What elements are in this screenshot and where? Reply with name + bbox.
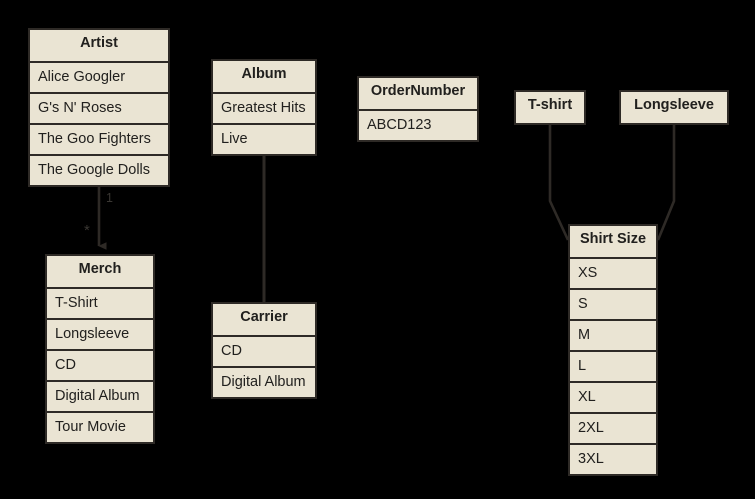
node-artist-header: Artist — [30, 30, 168, 61]
node-merch-row-4[interactable]: Tour Movie — [47, 411, 153, 442]
edge-tshirt-shirtsize — [548, 121, 570, 241]
node-longsleeve-header: Longsleeve — [621, 92, 727, 123]
node-longsleeve[interactable]: Longsleeve — [619, 90, 729, 125]
edge-longsleeve-shirtsize — [656, 121, 676, 241]
node-shirtsize-row-6[interactable]: 3XL — [570, 443, 656, 474]
node-artist-row-1[interactable]: G's N' Roses — [30, 92, 168, 123]
node-shirtsize-row-4[interactable]: XL — [570, 381, 656, 412]
node-carrier[interactable]: Carrier CD Digital Album — [211, 302, 317, 399]
node-tshirt-header: T-shirt — [516, 92, 584, 123]
node-album-row-0[interactable]: Greatest Hits — [213, 92, 315, 123]
node-shirtsize-row-1[interactable]: S — [570, 288, 656, 319]
node-carrier-row-1[interactable]: Digital Album — [213, 366, 315, 397]
node-artist-row-0[interactable]: Alice Googler — [30, 61, 168, 92]
node-ordernumber[interactable]: OrderNumber ABCD123 — [357, 76, 479, 142]
node-merch[interactable]: Merch T-Shirt Longsleeve CD Digital Albu… — [45, 254, 155, 444]
node-artist-row-3[interactable]: The Google Dolls — [30, 154, 168, 185]
edge-label-artist-merch-many: * — [84, 222, 90, 239]
edge-label-artist-merch-one: 1 — [106, 191, 113, 205]
node-artist[interactable]: Artist Alice Googler G's N' Roses The Go… — [28, 28, 170, 187]
node-merch-row-3[interactable]: Digital Album — [47, 380, 153, 411]
node-ordernumber-header: OrderNumber — [359, 78, 477, 109]
node-shirtsize[interactable]: Shirt Size XS S M L XL 2XL 3XL — [568, 224, 658, 476]
node-merch-row-0[interactable]: T-Shirt — [47, 287, 153, 318]
node-album[interactable]: Album Greatest Hits Live — [211, 59, 317, 156]
node-shirtsize-header: Shirt Size — [570, 226, 656, 257]
node-ordernumber-row-0[interactable]: ABCD123 — [359, 109, 477, 140]
node-merch-row-1[interactable]: Longsleeve — [47, 318, 153, 349]
node-shirtsize-row-0[interactable]: XS — [570, 257, 656, 288]
node-album-row-1[interactable]: Live — [213, 123, 315, 154]
node-shirtsize-row-5[interactable]: 2XL — [570, 412, 656, 443]
node-shirtsize-row-3[interactable]: L — [570, 350, 656, 381]
node-merch-row-2[interactable]: CD — [47, 349, 153, 380]
node-carrier-row-0[interactable]: CD — [213, 335, 315, 366]
node-merch-header: Merch — [47, 256, 153, 287]
node-artist-row-2[interactable]: The Goo Fighters — [30, 123, 168, 154]
node-carrier-header: Carrier — [213, 304, 315, 335]
node-album-header: Album — [213, 61, 315, 92]
node-tshirt[interactable]: T-shirt — [514, 90, 586, 125]
node-shirtsize-row-2[interactable]: M — [570, 319, 656, 350]
